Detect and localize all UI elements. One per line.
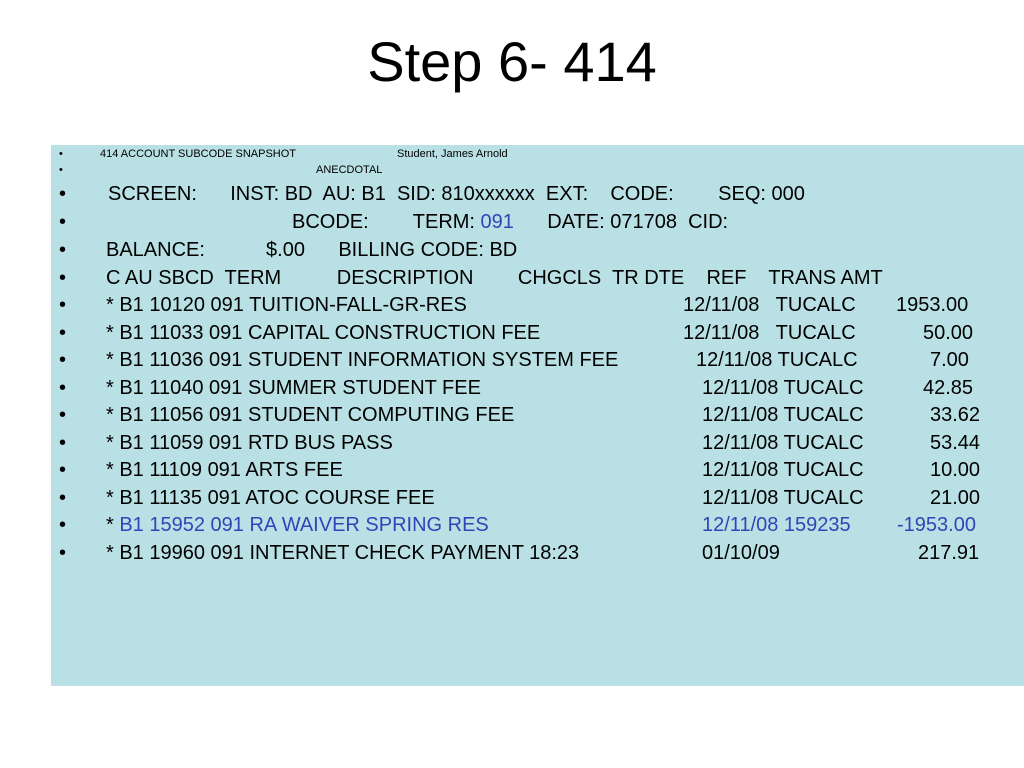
row-amount: 10.00 (930, 459, 981, 481)
row-date-ref: 12/11/08 TUCALC (702, 377, 864, 399)
row-date-ref: 12/11/08 TUCALC (702, 432, 864, 454)
bullet: • (59, 183, 67, 205)
balance-line: BALANCE: $.00 BILLING CODE: BD (106, 239, 518, 261)
screen-line: SCREEN: INST: BD AU: B1 SID: 810xxxxxx E… (108, 183, 805, 205)
bullet: • (59, 164, 63, 176)
row-date-ref: 12/11/08 TUCALC (696, 349, 858, 371)
row-date-ref: 12/11/08 TUCALC (683, 322, 856, 344)
bullet: • (59, 432, 67, 454)
row-description: * B1 11056 091 STUDENT COMPUTING FEE (106, 404, 515, 426)
row-amount: -1953.00 (897, 514, 976, 536)
row-date-ref: 12/11/08 159235 (702, 514, 851, 536)
bullet: • (59, 294, 67, 316)
row-amount: 33.62 (930, 404, 981, 426)
row-description: * B1 10120 091 TUITION-FALL-GR-RES (106, 294, 467, 316)
student-name: Student, James Arnold (397, 148, 508, 160)
bullet: • (59, 459, 67, 481)
row-description: * B1 11036 091 STUDENT INFORMATION SYSTE… (106, 349, 619, 371)
bullet: • (59, 239, 67, 261)
bullet: • (59, 322, 67, 344)
waiver-description: B1 15952 091 RA WAIVER SPRING RES (119, 514, 489, 536)
row-date-ref: 12/11/08 TUCALC (683, 294, 856, 316)
row-amount: 7.00 (930, 349, 969, 371)
bcode-suffix: DATE: 071708 CID: (513, 211, 729, 233)
bullet: • (59, 267, 67, 289)
account-snapshot-panel: • 414 ACCOUNT SUBCODE SNAPSHOT Student, … (51, 145, 1024, 686)
bcode-prefix: BCODE: TERM: (292, 211, 481, 233)
anecdotal-label: ANECDOTAL (316, 164, 383, 176)
bullet: • (59, 487, 67, 509)
row-date-ref: 12/11/08 TUCALC (702, 404, 864, 426)
term-value: 091 (480, 211, 514, 233)
snapshot-label: 414 ACCOUNT SUBCODE SNAPSHOT (100, 148, 297, 160)
row-amount: 53.44 (930, 432, 981, 454)
row-description: * B1 11109 091 ARTS FEE (106, 459, 343, 481)
row-description: * B1 15952 091 RA WAIVER SPRING RES (106, 513, 489, 537)
bullet: • (59, 514, 67, 536)
row-date-ref: 12/11/08 TUCALC (702, 459, 864, 481)
row-date-ref: 12/11/08 TUCALC (702, 487, 864, 509)
row-description: * B1 19960 091 INTERNET CHECK PAYMENT 18… (106, 542, 580, 564)
slide-title: Step 6- 414 (367, 30, 657, 93)
row-amount: 21.00 (930, 487, 981, 509)
row-amount: 1953.00 (896, 294, 969, 316)
row-description: * B1 11135 091 ATOC COURSE FEE (106, 487, 435, 509)
row-amount: 217.91 (918, 542, 980, 564)
bullet: • (59, 349, 67, 371)
bullet: • (59, 542, 67, 564)
row-description: * B1 11059 091 RTD BUS PASS (106, 432, 393, 454)
row-amount: 50.00 (923, 322, 974, 344)
row-date: 01/10/09 (702, 542, 780, 564)
row-description: * B1 11033 091 CAPITAL CONSTRUCTION FEE (106, 322, 541, 344)
row-amount: 42.85 (923, 377, 974, 399)
bullet: • (59, 211, 67, 233)
table-header: C AU SBCD TERM DESCRIPTION CHGCLS TR DTE… (106, 267, 883, 289)
bullet: • (59, 404, 67, 426)
row-star: * (106, 514, 120, 536)
bcode-line: BCODE: TERM: 091 DATE: 071708 CID: (292, 210, 728, 234)
bullet: • (59, 148, 63, 160)
row-description: * B1 11040 091 SUMMER STUDENT FEE (106, 377, 481, 399)
bullet: • (59, 377, 67, 399)
